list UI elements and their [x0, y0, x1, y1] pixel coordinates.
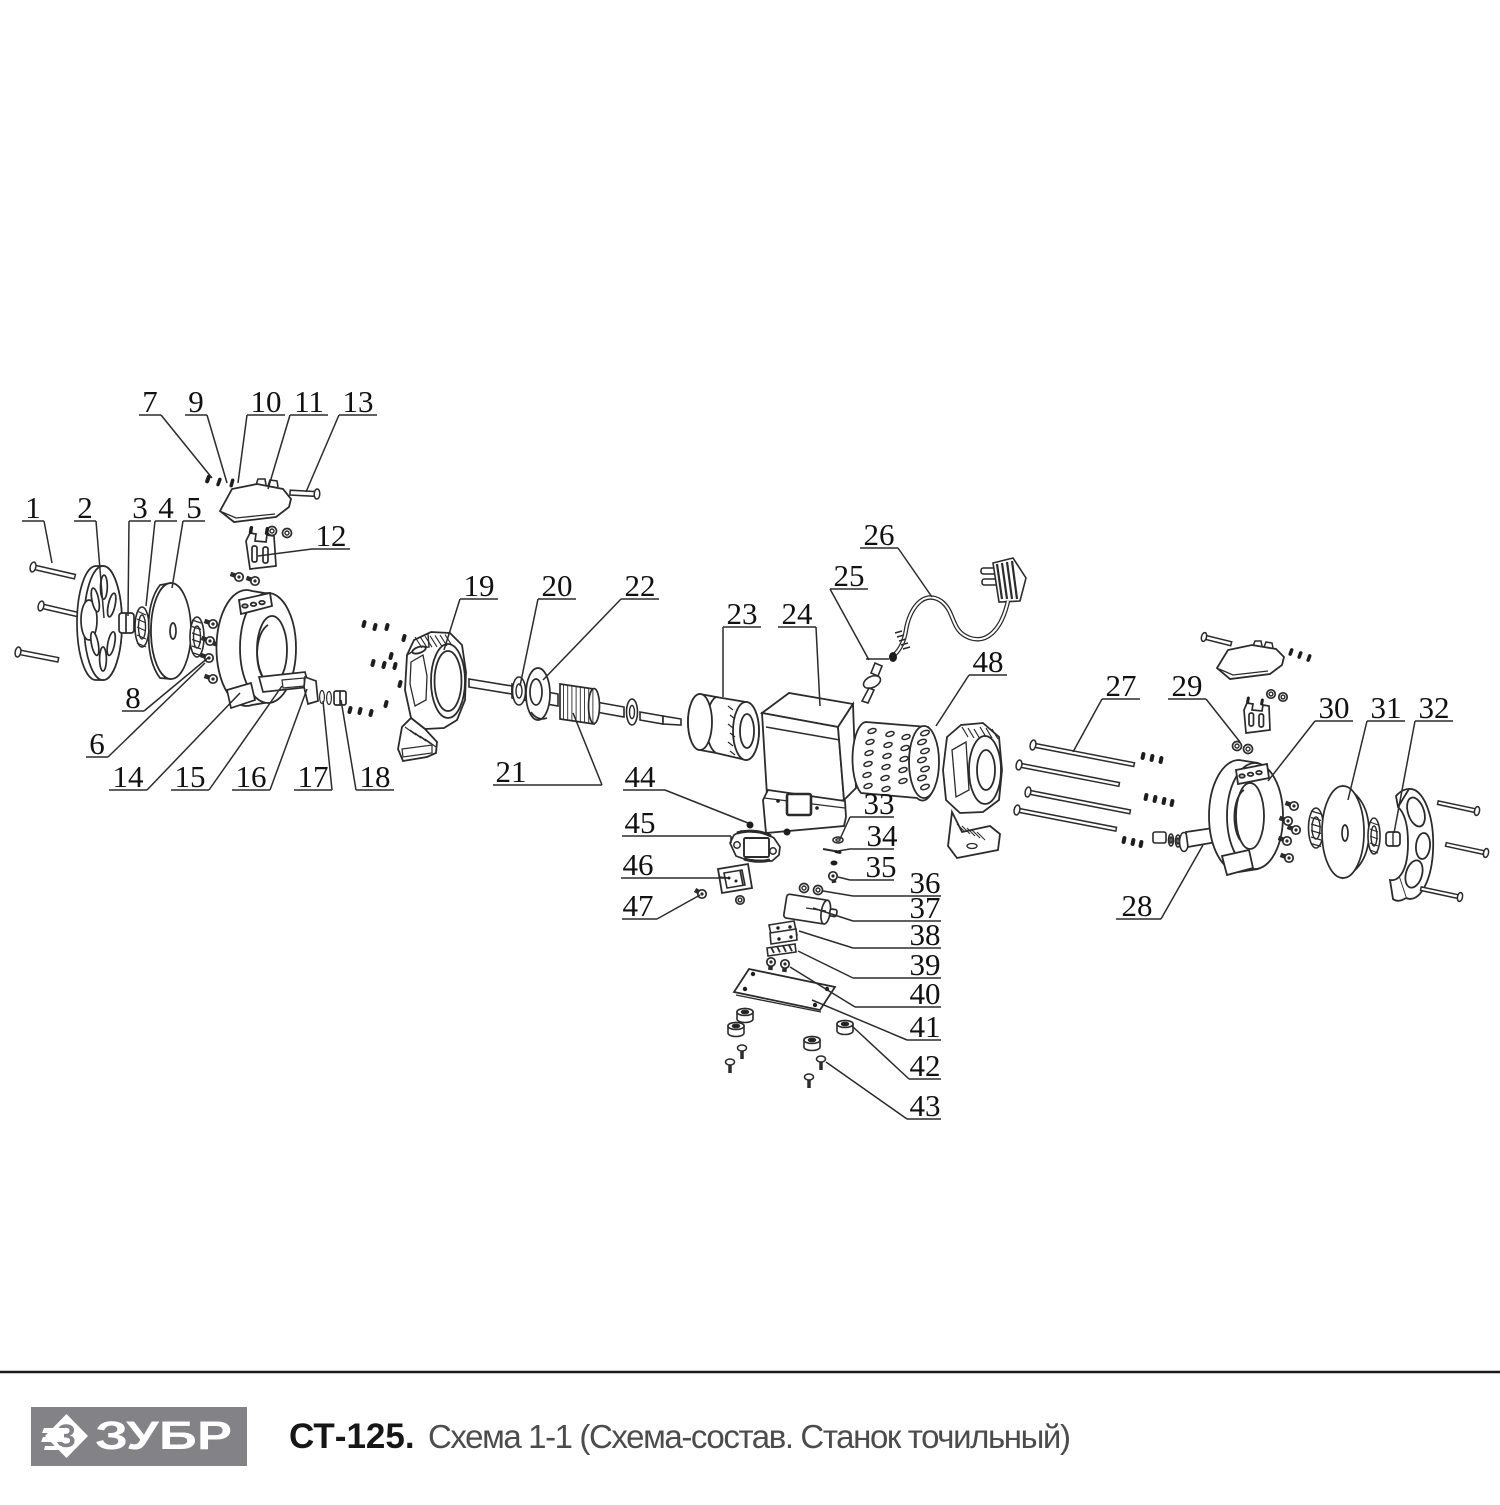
- svg-text:23: 23: [727, 596, 758, 631]
- svg-text:36: 36: [910, 865, 941, 900]
- svg-text:42: 42: [910, 1048, 941, 1083]
- svg-text:41: 41: [910, 1009, 941, 1044]
- svg-text:39: 39: [910, 947, 941, 982]
- svg-text:СТ-125.: СТ-125.: [289, 1417, 415, 1456]
- svg-text:35: 35: [866, 849, 897, 884]
- svg-text:З: З: [56, 1418, 76, 1454]
- svg-text:17: 17: [298, 759, 329, 794]
- svg-text:5: 5: [186, 490, 202, 525]
- svg-text:34: 34: [867, 818, 899, 853]
- svg-text:28: 28: [1122, 888, 1153, 923]
- svg-text:1: 1: [25, 490, 41, 525]
- svg-text:13: 13: [343, 384, 374, 419]
- svg-text:3: 3: [132, 490, 148, 525]
- svg-text:33: 33: [864, 786, 895, 821]
- svg-text:37: 37: [910, 890, 941, 925]
- svg-text:25: 25: [834, 558, 865, 593]
- svg-text:22: 22: [625, 568, 656, 603]
- svg-text:16: 16: [236, 759, 267, 794]
- svg-text:43: 43: [910, 1088, 941, 1123]
- svg-text:6: 6: [89, 726, 105, 761]
- svg-text:7: 7: [142, 384, 158, 419]
- svg-text:20: 20: [542, 568, 573, 603]
- svg-text:11: 11: [294, 384, 324, 419]
- svg-text:19: 19: [464, 568, 495, 603]
- svg-text:15: 15: [175, 759, 206, 794]
- svg-text:ЗУБР: ЗУБР: [95, 1413, 232, 1457]
- svg-text:24: 24: [782, 596, 814, 631]
- svg-text:26: 26: [864, 517, 895, 552]
- svg-text:18: 18: [360, 759, 391, 794]
- svg-text:31: 31: [1371, 690, 1402, 725]
- svg-text:47: 47: [623, 888, 654, 923]
- svg-text:2: 2: [77, 490, 93, 525]
- svg-text:45: 45: [625, 805, 656, 840]
- svg-text:38: 38: [910, 917, 941, 952]
- svg-text:40: 40: [910, 976, 941, 1011]
- svg-text:46: 46: [623, 847, 654, 882]
- svg-text:9: 9: [188, 384, 204, 419]
- svg-text:10: 10: [251, 384, 282, 419]
- svg-text:12: 12: [316, 518, 347, 553]
- svg-text:29: 29: [1172, 668, 1203, 703]
- svg-text:Схема 1-1 (Схема-состав. Стано: Схема 1-1 (Схема-состав. Станок точильны…: [428, 1418, 1070, 1455]
- svg-text:27: 27: [1106, 668, 1137, 703]
- svg-text:30: 30: [1319, 690, 1350, 725]
- svg-text:32: 32: [1419, 690, 1450, 725]
- svg-text:44: 44: [625, 759, 657, 794]
- svg-text:14: 14: [113, 759, 145, 794]
- svg-text:21: 21: [496, 754, 527, 789]
- svg-text:4: 4: [158, 490, 174, 525]
- svg-text:48: 48: [973, 644, 1004, 679]
- svg-text:8: 8: [125, 680, 141, 715]
